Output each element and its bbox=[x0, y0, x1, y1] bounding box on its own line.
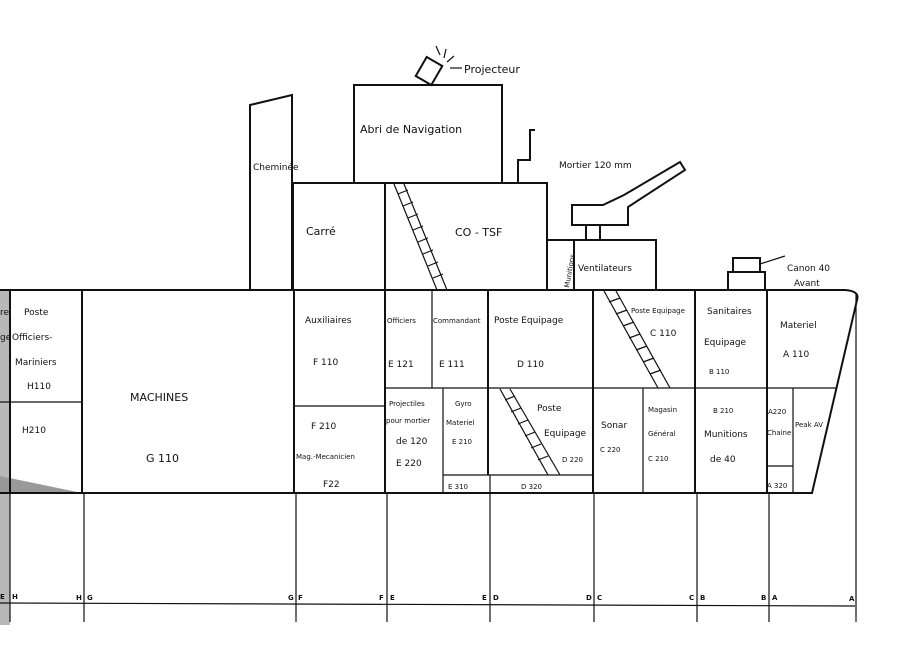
a220-code: A220 bbox=[768, 408, 786, 416]
frame-tick: A bbox=[849, 595, 855, 603]
machines-label: MACHINES bbox=[130, 391, 188, 404]
gyro-line2: Materiel bbox=[446, 419, 475, 427]
cut-label-2: ge bbox=[0, 333, 12, 343]
materiel-code: A 110 bbox=[783, 350, 809, 360]
gyro-line1: Gyro bbox=[455, 400, 472, 408]
sanitaires-label: Sanitaires bbox=[707, 307, 752, 317]
poste-equipage-d2-line2: Equipage bbox=[544, 429, 587, 439]
magasin-line1: Magasin bbox=[648, 406, 677, 414]
sonar-code: C 220 bbox=[600, 446, 620, 454]
abri-navigation bbox=[353, 84, 503, 184]
munitions40-line3: de 40 bbox=[710, 455, 736, 465]
h110-code: H110 bbox=[27, 382, 51, 392]
frame-tick: E bbox=[390, 594, 395, 602]
frame-tick: E bbox=[0, 593, 5, 601]
magasin-code: C 210 bbox=[648, 455, 668, 463]
officiers-code: E 121 bbox=[388, 360, 414, 370]
abri-label: Abri de Navigation bbox=[360, 123, 462, 136]
frame-axis: E H H G G F F E E D D C C B B A A bbox=[0, 293, 857, 622]
auxiliaires-code: F 110 bbox=[313, 358, 338, 368]
frame-tick: H bbox=[12, 593, 18, 601]
superstructure: Cheminée Carré CO - TSF Abri de Navigati… bbox=[249, 45, 830, 291]
ventilateurs-label: Ventilateurs bbox=[578, 264, 632, 274]
ladder-d bbox=[499, 388, 561, 476]
shaded-keel bbox=[0, 476, 82, 493]
frame-tick: F bbox=[298, 594, 303, 602]
peak-av-label: Peak AV bbox=[795, 421, 823, 429]
frame-tick: H bbox=[76, 594, 82, 602]
mortar-label: Mortier 120 mm bbox=[559, 161, 632, 171]
frame-tick: D bbox=[586, 594, 592, 602]
frame-tick: C bbox=[689, 594, 694, 602]
frame-tick: B bbox=[761, 594, 766, 602]
d320-code: D 320 bbox=[521, 483, 542, 491]
poste-equipage-c-code: C 110 bbox=[650, 329, 677, 339]
mortar-icon bbox=[571, 160, 687, 241]
munitions40-line2: Munitions bbox=[704, 430, 748, 440]
projectiles-line2: pour mortier bbox=[386, 417, 430, 425]
materiel-label: Materiel bbox=[780, 321, 817, 331]
projectiles-line1: Projectiles bbox=[389, 400, 425, 408]
f22-code: F22 bbox=[323, 480, 340, 490]
frame-tick: E bbox=[482, 594, 487, 602]
frame-tick: B bbox=[700, 594, 705, 602]
poste-equipage-d-label: Poste Equipage bbox=[494, 316, 564, 326]
frame-tick: G bbox=[87, 594, 93, 602]
commandant-code: E 111 bbox=[439, 360, 465, 370]
machines-code: G 110 bbox=[146, 452, 179, 465]
a320-code: A 320 bbox=[767, 482, 787, 490]
chaine-label: Chaine bbox=[767, 429, 791, 437]
mag-mecanicien-label: Mag.-Mecanicien bbox=[296, 453, 355, 461]
shaded-stern-strip bbox=[0, 290, 10, 625]
officiers-label: Officiers bbox=[387, 317, 416, 325]
f210-code: F 210 bbox=[311, 422, 336, 432]
h210-code: H210 bbox=[22, 426, 46, 436]
sonar-label: Sonar bbox=[601, 421, 627, 431]
projector-label: Projecteur bbox=[464, 63, 520, 76]
poste-equipage-d2-code: D 220 bbox=[562, 456, 583, 464]
h110-line3: Mariniers bbox=[15, 358, 57, 368]
munitions40-code: B 210 bbox=[713, 407, 733, 415]
cut-label-1: re bbox=[0, 308, 10, 318]
cannon-40-icon bbox=[727, 255, 786, 291]
sanitaires-line2: Equipage bbox=[704, 338, 747, 348]
cannon-label-1: Canon 40 bbox=[787, 264, 830, 274]
projector-icon bbox=[414, 45, 462, 87]
frame-tick: C bbox=[597, 594, 602, 602]
frame-tick: G bbox=[288, 594, 294, 602]
ladder-c bbox=[603, 290, 671, 389]
chimney-label: Cheminée bbox=[253, 162, 299, 173]
frame-tick: D bbox=[493, 594, 499, 602]
poste-equipage-d-code: D 110 bbox=[517, 360, 544, 370]
cannon-label-2: Avant bbox=[794, 279, 820, 289]
h110-line1: Poste bbox=[24, 308, 49, 318]
gyro-code: E 210 bbox=[452, 438, 472, 446]
mast-pipe bbox=[517, 129, 535, 183]
projectiles-code: E 220 bbox=[396, 459, 422, 469]
commandant-label: Commandant bbox=[433, 317, 481, 325]
h110-line2: Officiers- bbox=[12, 333, 52, 343]
e310-code: E 310 bbox=[448, 483, 468, 491]
hull: re ge Poste Officiers- Mariniers H110 H2… bbox=[0, 289, 859, 494]
frame-tick: A bbox=[772, 594, 778, 602]
auxiliaires-label: Auxiliaires bbox=[305, 316, 352, 326]
sanitaires-code: B 110 bbox=[709, 368, 729, 376]
projectiles-line3: de 120 bbox=[396, 437, 428, 447]
poste-equipage-c-label: Poste Equipage bbox=[631, 307, 685, 315]
chimney bbox=[249, 93, 293, 291]
frame-tick: F bbox=[379, 594, 384, 602]
magasin-line2: Général bbox=[648, 430, 676, 438]
co-tsf-label: CO - TSF bbox=[455, 226, 502, 239]
carre-label: Carré bbox=[306, 225, 336, 238]
ladder bbox=[393, 183, 448, 291]
poste-equipage-d2-line1: Poste bbox=[537, 404, 562, 414]
